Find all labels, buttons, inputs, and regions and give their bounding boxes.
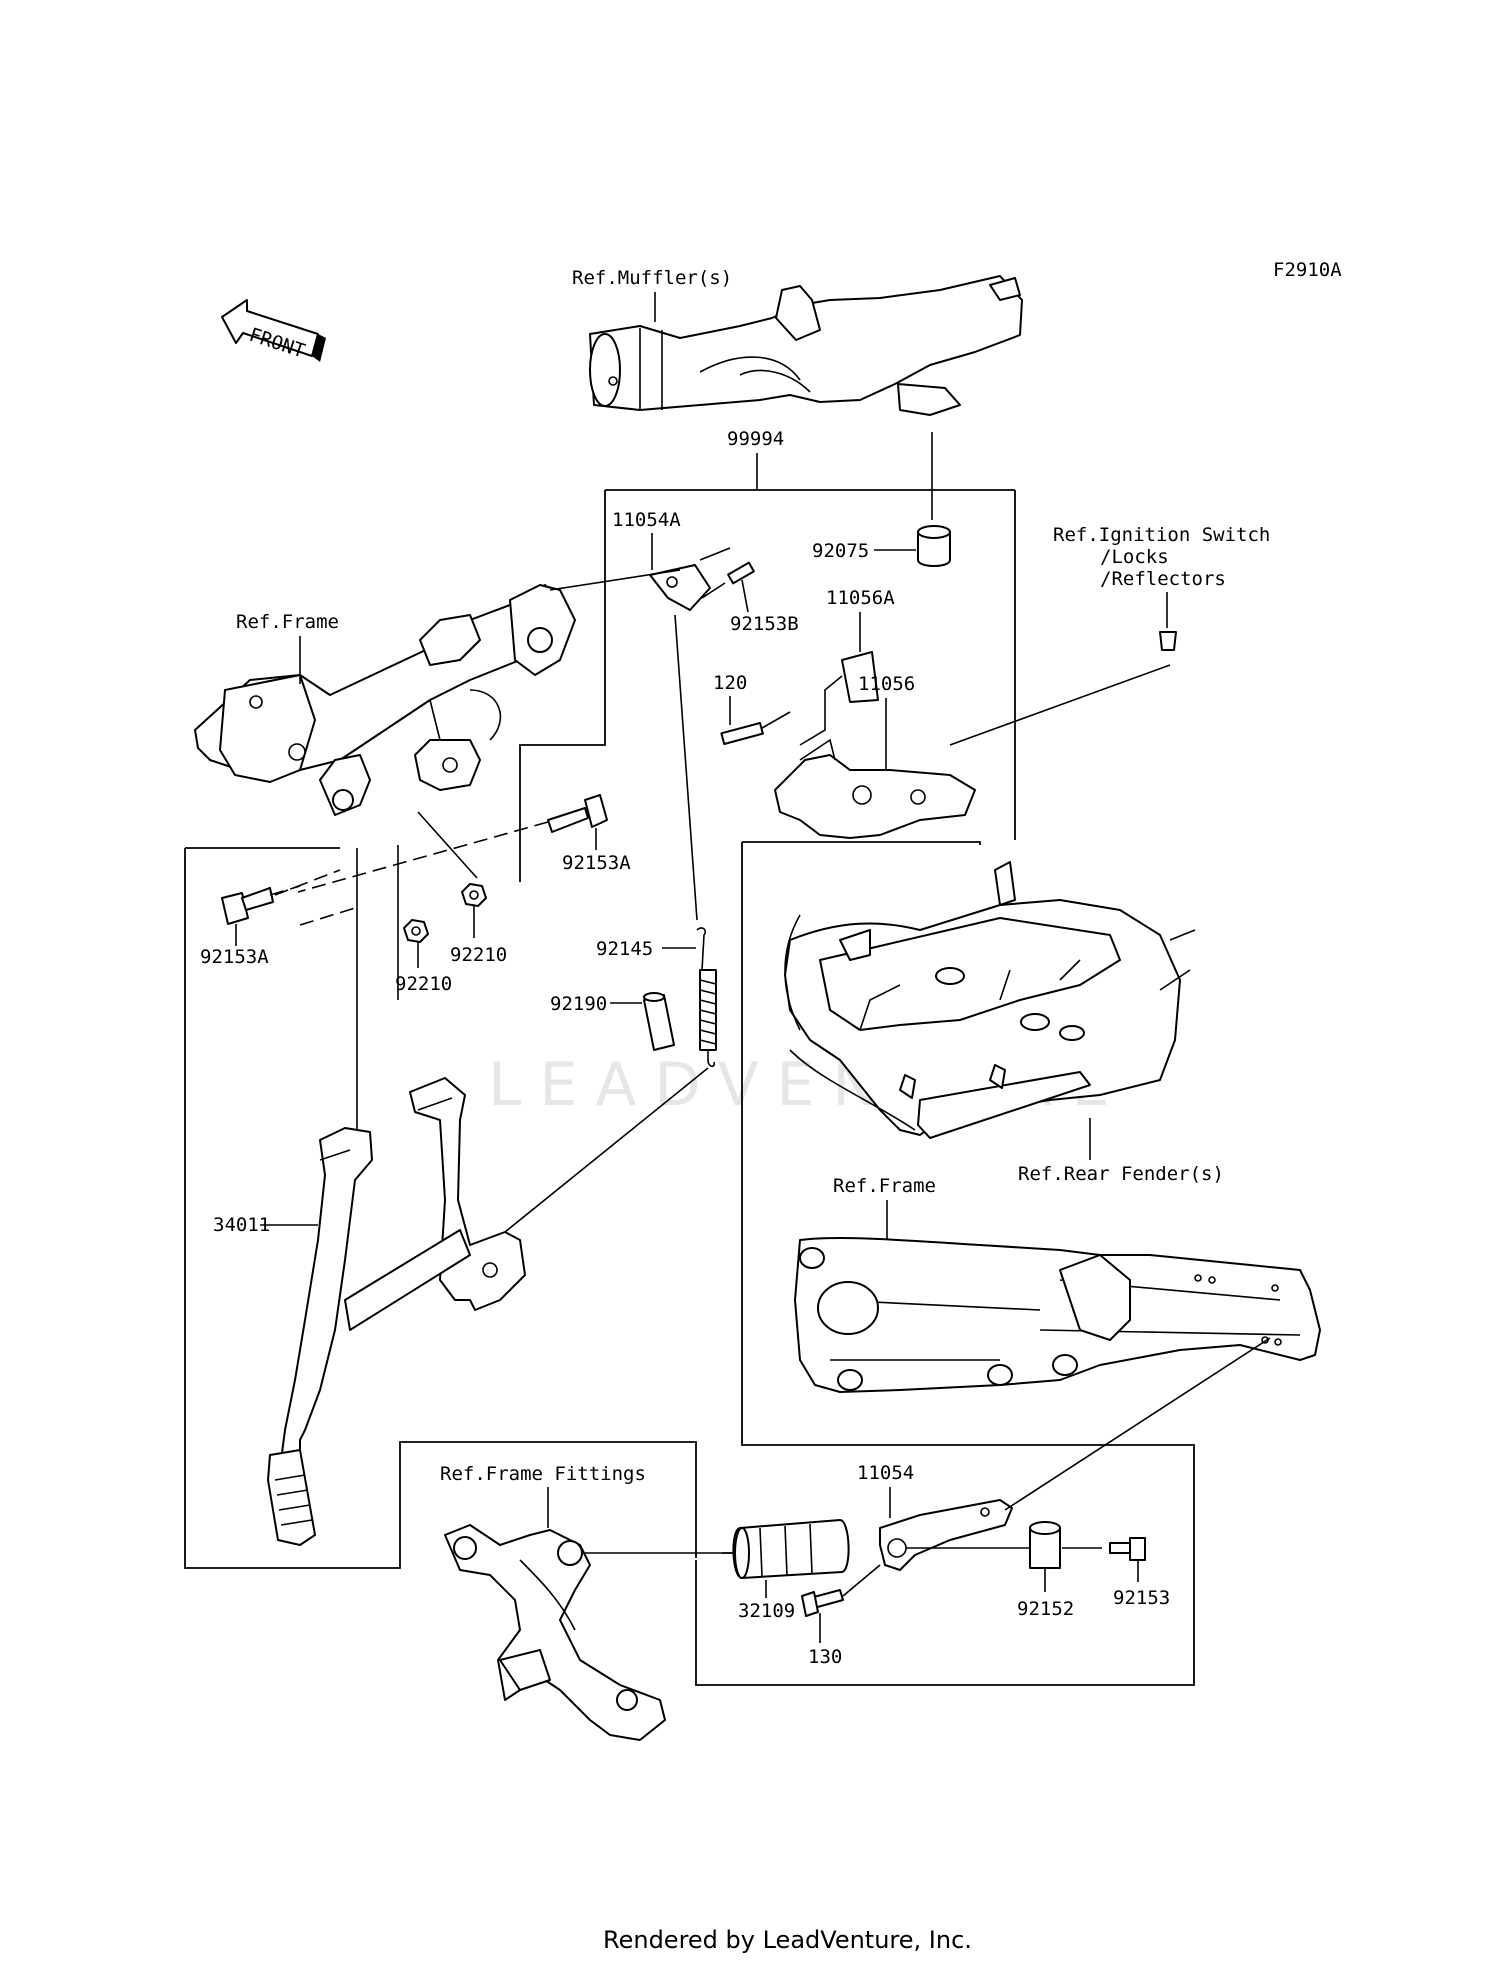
part-120-label: 120 [713, 672, 747, 694]
part-130-bolt [801, 1589, 844, 1617]
frame-left-drawing [194, 584, 576, 816]
part-92153A-left-label: 92153A [200, 946, 269, 968]
part-11054-bracket [879, 1499, 1013, 1571]
part-92210-left-label: 92210 [395, 973, 452, 995]
part-11056A-label: 11056A [826, 587, 895, 609]
part-92075-label: 92075 [812, 540, 869, 562]
part-32109-footrest-rubber [722, 1519, 850, 1579]
ref-frame-fittings-label: Ref.Frame Fittings [440, 1463, 646, 1485]
part-120-bolt [720, 711, 791, 745]
part-34011-label: 34011 [213, 1214, 270, 1236]
part-92210-left-nut [403, 919, 429, 943]
part-92153-label: 92153 [1113, 1587, 1170, 1609]
ref-ignition-label-3: /Reflectors [1100, 568, 1226, 590]
part-34011-center-stand [267, 1077, 526, 1546]
part-92153A-mid-bolt [547, 794, 608, 833]
ref-frame-right-label: Ref.Frame [833, 1175, 936, 1197]
part-92075-grommet [917, 525, 951, 567]
front-arrow-icon: FRONT [221, 299, 326, 362]
ref-ignition-label-2: /Locks [1100, 546, 1169, 568]
footer-text: Rendered by LeadVenture, Inc. [603, 1926, 972, 1954]
part-92145-label: 92145 [596, 938, 653, 960]
muffler-drawing [589, 275, 1023, 416]
part-92145-spring [696, 927, 717, 1068]
part-11054A-bracket [649, 564, 711, 611]
part-92190-label: 92190 [550, 993, 607, 1015]
part-92153B-label: 92153B [730, 613, 799, 635]
ref-ignition-label-1: Ref.Ignition Switch [1053, 524, 1270, 546]
part-32109-label: 32109 [738, 1600, 795, 1622]
diagram-code: F2910A [1273, 259, 1342, 281]
part-92190-collar [643, 992, 675, 1051]
part-92210-right-label: 92210 [450, 944, 507, 966]
part-99994-label: 99994 [727, 428, 784, 450]
part-92153A-mid-label: 92153A [562, 852, 631, 874]
part-92152-collar [1029, 1521, 1061, 1569]
part-92153-bolt [1109, 1537, 1146, 1561]
ref-rear-fender-label: Ref.Rear Fender(s) [1018, 1163, 1224, 1185]
part-92153A-left-bolt [221, 887, 274, 925]
ref-frame-left-label: Ref.Frame [236, 611, 339, 633]
part-92153B-bolt [701, 561, 755, 599]
part-11054-label: 11054 [857, 1462, 914, 1484]
part-92210-right-nut [461, 883, 487, 907]
part-11056-bracket [774, 738, 976, 839]
frame-fittings-drawing [444, 1524, 666, 1741]
part-92152-label: 92152 [1017, 1598, 1074, 1620]
rear-fender-drawing [784, 861, 1196, 1139]
ref-muffler-label: Ref.Muffler(s) [572, 267, 732, 289]
part-11054A-label: 11054A [612, 509, 681, 531]
part-130-label: 130 [808, 1646, 842, 1668]
frame-right-drawing [794, 1236, 1321, 1393]
part-11056-label: 11056 [858, 673, 915, 695]
